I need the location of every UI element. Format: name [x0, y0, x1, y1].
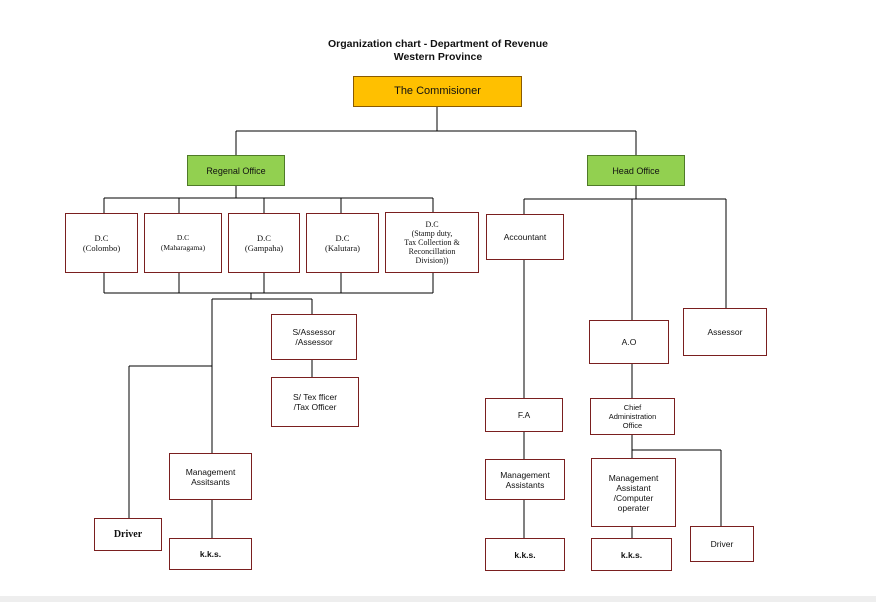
driver-head-label: Driver [710, 539, 734, 549]
dc-stamp-line5: Division)) [415, 256, 449, 265]
mgmt-computer-line4: operater [617, 502, 650, 513]
head-office-label: Head Office [612, 165, 660, 176]
dc-maharagama-line1: D.C [176, 233, 190, 242]
s-assessor-line1: S/Assessor [292, 327, 336, 337]
dc-gampaha-line2: (Gampaha) [244, 243, 284, 253]
regional-office-label: Regenal Office [206, 165, 266, 176]
dc-colombo-box: D.C (Colombo) [65, 213, 138, 273]
dc-stamp-line2: (Stamp duty, [411, 229, 453, 238]
dc-stamp-duty-box: D.C (Stamp duty, Tax Collection & Reconc… [385, 212, 479, 273]
kks-regional-label: k.k.s. [199, 549, 222, 559]
driver-regional-label: Driver [113, 528, 143, 540]
accountant-box: Accountant [486, 214, 564, 260]
kks-accounts-label: k.k.s. [514, 549, 536, 560]
mgmt-assistant-computer-box: Management Assistant /Computer operater [591, 458, 676, 527]
dc-stamp-line4: Reconcillation [408, 247, 456, 256]
kks-admin-label: k.k.s. [620, 549, 643, 560]
mgmt-computer-line2: Assistant [616, 482, 651, 493]
mgmt-assistants-regional-box: Management Assitsants [169, 453, 252, 500]
s-tax-officer-box: S/ Tex fficer /Tax Officer [271, 377, 359, 427]
dc-maharagama-box: D.C (Maharagama) [144, 213, 222, 273]
kks-regional-box: k.k.s. [169, 538, 252, 570]
page-bottom-strip [0, 596, 876, 602]
mgmt-assistants-head-line2: Assistants [505, 479, 545, 490]
kks-accounts-box: k.k.s. [485, 538, 565, 571]
regional-office-box: Regenal Office [187, 155, 285, 186]
mgmt-assistants-head-box: Management Assistants [485, 459, 565, 500]
ao-label: A.O [621, 337, 637, 347]
dc-colombo-line1: D.C [94, 233, 109, 243]
dc-stamp-line1: D.C [425, 220, 439, 229]
dc-gampaha-box: D.C (Gampaha) [228, 213, 300, 273]
dc-maharagama-line2: (Maharagama) [160, 243, 206, 252]
commissioner-box: The Commisioner [353, 76, 522, 107]
chief-admin-line3: Office [622, 421, 643, 430]
assessor-label: Assessor [707, 327, 743, 337]
dc-kalutara-line1: D.C [335, 233, 350, 243]
head-office-box: Head Office [587, 155, 685, 186]
dc-kalutara-line2: (Kalutara) [325, 243, 360, 253]
fa-label: F.A [517, 410, 531, 420]
ao-box: A.O [589, 320, 669, 364]
chief-admin-office-box: Chief Administration Office [590, 398, 675, 435]
kks-admin-box: k.k.s. [591, 538, 672, 571]
commissioner-label: The Commisioner [394, 85, 481, 97]
mgmt-computer-line3: /Computer [613, 492, 654, 503]
driver-regional-box: Driver [94, 518, 162, 551]
dc-stamp-line3: Tax Collection & [404, 238, 460, 247]
chief-admin-line1: Chief [623, 403, 642, 412]
s-assessor-line2: /Assessor [295, 337, 333, 347]
mgmt-computer-line1: Management [608, 472, 659, 483]
chief-admin-line2: Administration [608, 412, 657, 421]
accountant-label: Accountant [503, 232, 547, 242]
dc-gampaha-line1: D.C [257, 233, 271, 243]
dc-kalutara-box: D.C (Kalutara) [306, 213, 379, 273]
assessor-box: Assessor [683, 308, 767, 356]
fa-box: F.A [485, 398, 563, 432]
driver-head-box: Driver [690, 526, 754, 562]
s-assessor-box: S/Assessor /Assessor [271, 314, 357, 360]
chart-title: Organization chart - Department of Reven… [0, 38, 876, 64]
dc-colombo-line2: (Colombo) [82, 243, 121, 253]
mgmt-assistants-regional-line2: Assitsants [191, 476, 230, 487]
s-tax-officer-line2: /Tax Officer [293, 402, 337, 412]
mgmt-assistants-head-line1: Management [500, 469, 550, 480]
chart-title-line2: Western Province [393, 51, 483, 63]
chart-title-line1: Organization chart - Department of Reven… [328, 38, 548, 50]
s-tax-officer-line1: S/ Tex fficer [292, 392, 338, 402]
mgmt-assistants-regional-line1: Management [185, 466, 236, 477]
